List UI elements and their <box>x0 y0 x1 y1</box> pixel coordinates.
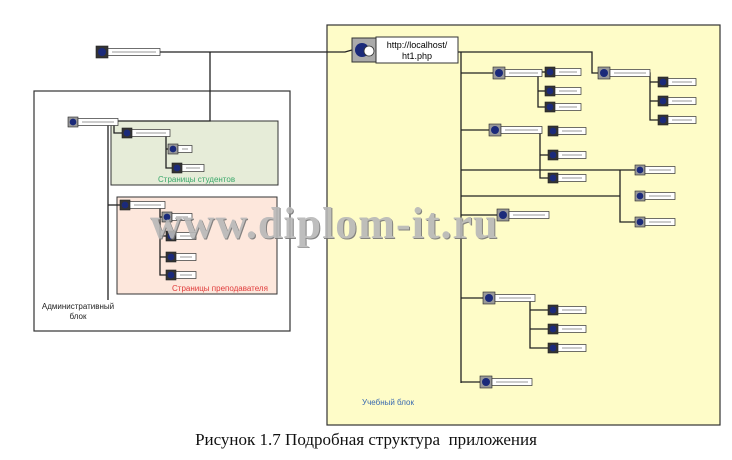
page-node[interactable] <box>544 101 582 113</box>
globe-icon <box>546 103 554 111</box>
globe-icon <box>499 211 507 219</box>
page-node[interactable] <box>171 162 205 174</box>
globe-icon <box>636 192 644 200</box>
admin-block-label-line1: Административный <box>41 302 115 311</box>
globe-icon <box>549 325 557 333</box>
globe-icon <box>549 174 557 182</box>
admin-block-label: Административный блок <box>38 302 118 322</box>
watermark: www.diplom-it.ru <box>150 199 499 248</box>
page-node[interactable] <box>488 123 543 137</box>
globe-icon <box>167 232 175 240</box>
page-node[interactable] <box>492 66 543 80</box>
globe-icon <box>167 271 175 279</box>
page-node[interactable] <box>634 216 676 228</box>
page-node[interactable] <box>121 127 171 139</box>
page-node[interactable] <box>544 85 582 97</box>
page-node[interactable] <box>547 149 587 161</box>
globe-icon <box>495 69 503 77</box>
globe-icon <box>546 87 554 95</box>
globe-icon <box>163 213 171 221</box>
globe-icon <box>636 166 644 174</box>
page-node[interactable] <box>657 76 697 88</box>
root-node-url: http://localhost/ <box>387 40 448 50</box>
page-node[interactable] <box>496 208 550 222</box>
page-node[interactable] <box>547 304 587 316</box>
globe-icon <box>173 164 181 172</box>
globe-icon <box>549 151 557 159</box>
globe-icon <box>169 145 177 153</box>
figure-caption: Рисунок 1.7 Подробная структура приложен… <box>195 430 537 449</box>
globe-icon <box>485 294 493 302</box>
page-node[interactable] <box>634 190 676 202</box>
root-node-file: ht1.php <box>402 51 432 61</box>
page-node[interactable] <box>482 291 536 305</box>
connector <box>619 170 635 223</box>
globe-icon <box>549 306 557 314</box>
teachers-group <box>116 196 278 295</box>
page-node[interactable] <box>165 230 197 242</box>
page-node[interactable] <box>161 211 193 223</box>
page-node[interactable] <box>67 116 119 128</box>
globe-icon <box>491 126 499 134</box>
page-node[interactable] <box>479 375 533 389</box>
students-group-label: Страницы студентов <box>158 175 236 184</box>
page-node[interactable] <box>544 66 582 78</box>
admin-block-label-line2: блок <box>69 312 87 321</box>
page-node[interactable] <box>657 95 697 107</box>
globe-icon <box>659 78 667 86</box>
teachers-group-label: Страницы преподавателя <box>172 284 268 293</box>
page-node[interactable] <box>547 342 587 354</box>
page-node[interactable] <box>597 66 651 80</box>
globe-icon <box>659 116 667 124</box>
globe-icon <box>549 344 557 352</box>
globe-icon <box>123 129 131 137</box>
globe-icon <box>98 48 106 56</box>
page-node[interactable] <box>547 323 587 335</box>
page-node[interactable] <box>634 164 676 176</box>
page-node[interactable] <box>165 269 197 281</box>
connector <box>110 52 211 122</box>
root-node[interactable]: http://localhost/ ht1.php <box>351 36 459 64</box>
page-node[interactable] <box>95 45 161 59</box>
connectors <box>107 49 658 383</box>
page-node[interactable] <box>547 125 587 137</box>
globe-icon <box>659 97 667 105</box>
globe-icon <box>549 127 557 135</box>
globe-icon <box>167 253 175 261</box>
globe-icon <box>121 201 129 209</box>
learning-block-label: Учебный блок <box>362 398 414 407</box>
nodes <box>67 45 697 389</box>
page-node[interactable] <box>165 251 197 263</box>
page-node[interactable] <box>167 143 193 155</box>
globe-icon <box>546 68 554 76</box>
globe-icon <box>69 118 77 126</box>
page-node[interactable] <box>547 172 587 184</box>
page-node[interactable] <box>119 199 166 211</box>
globe-icon <box>636 218 644 226</box>
connector <box>160 49 353 53</box>
globe-icon <box>482 378 490 386</box>
globe-icon <box>600 69 608 77</box>
connector <box>458 51 598 74</box>
page-node[interactable] <box>657 114 697 126</box>
